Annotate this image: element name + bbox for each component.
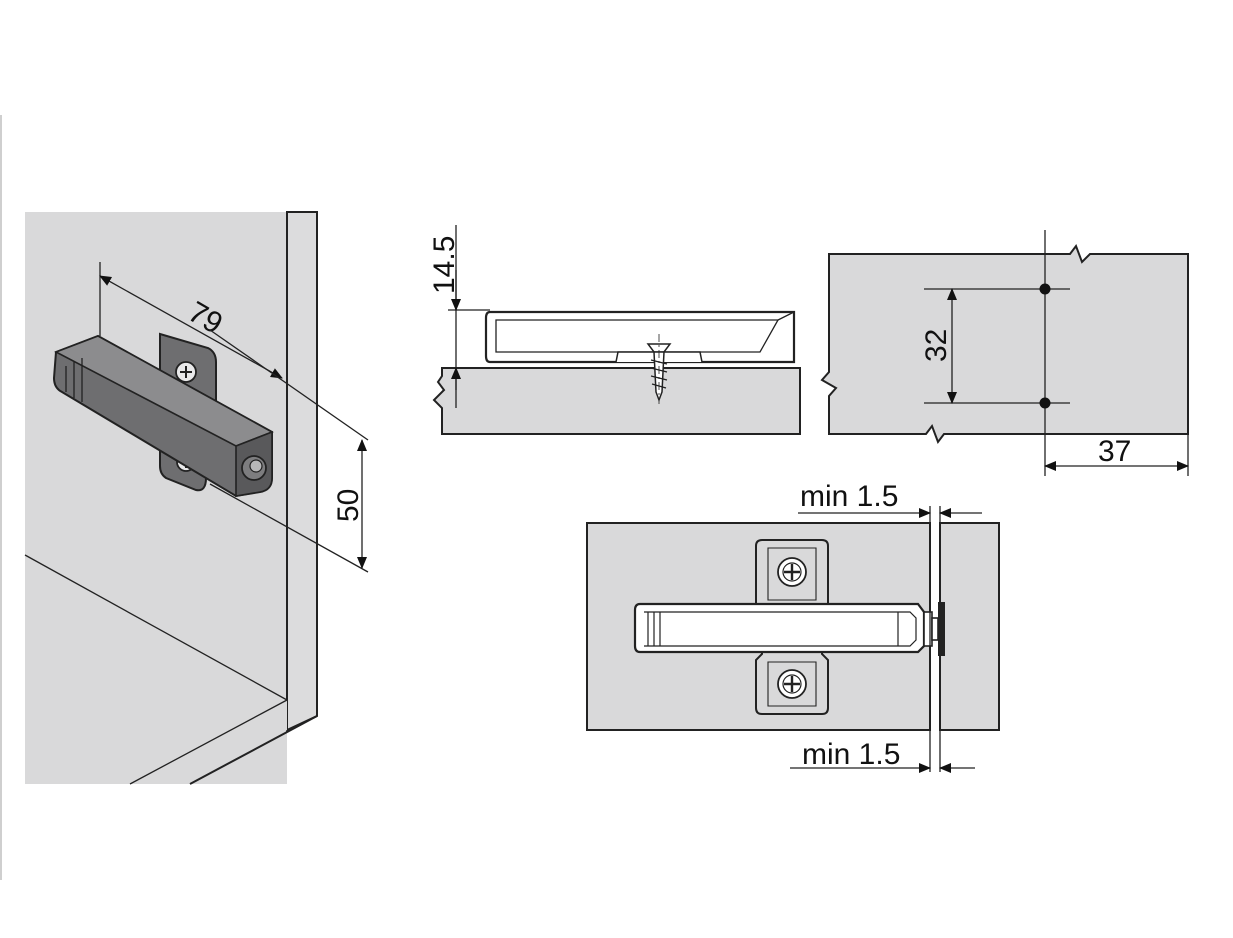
dim-50-label: 50: [332, 489, 365, 522]
dim-min-gap-bottom-label: min 1.5: [802, 738, 900, 771]
cabinet-bottom: [25, 555, 287, 784]
dim-32-label: 32: [920, 329, 953, 362]
dim-79-line: [99, 275, 283, 379]
side-view: 14.5: [428, 225, 801, 435]
side-view-board: [432, 367, 801, 435]
top-view: min 1.5 min 1.5: [586, 480, 1000, 773]
dim-14-5-label: 14.5: [428, 236, 461, 294]
side-view-latch: [484, 310, 796, 364]
drill-hole-icon: [1039, 283, 1051, 295]
dim-min-gap-top-label: min 1.5: [800, 480, 898, 513]
drilling-view: 32 37: [820, 230, 1189, 476]
top-view-latch: [633, 602, 926, 654]
door-panel: [939, 522, 1000, 731]
drill-hole-icon: [1039, 397, 1051, 409]
cabinet-front-edge: [286, 211, 318, 732]
drilling-view-panel: [820, 243, 1189, 445]
magnet-plate: [938, 602, 945, 656]
latch-plunger-icon: [931, 617, 939, 641]
isometric-view: 79 50: [24, 211, 369, 785]
dim-37-label: 37: [1098, 435, 1131, 468]
